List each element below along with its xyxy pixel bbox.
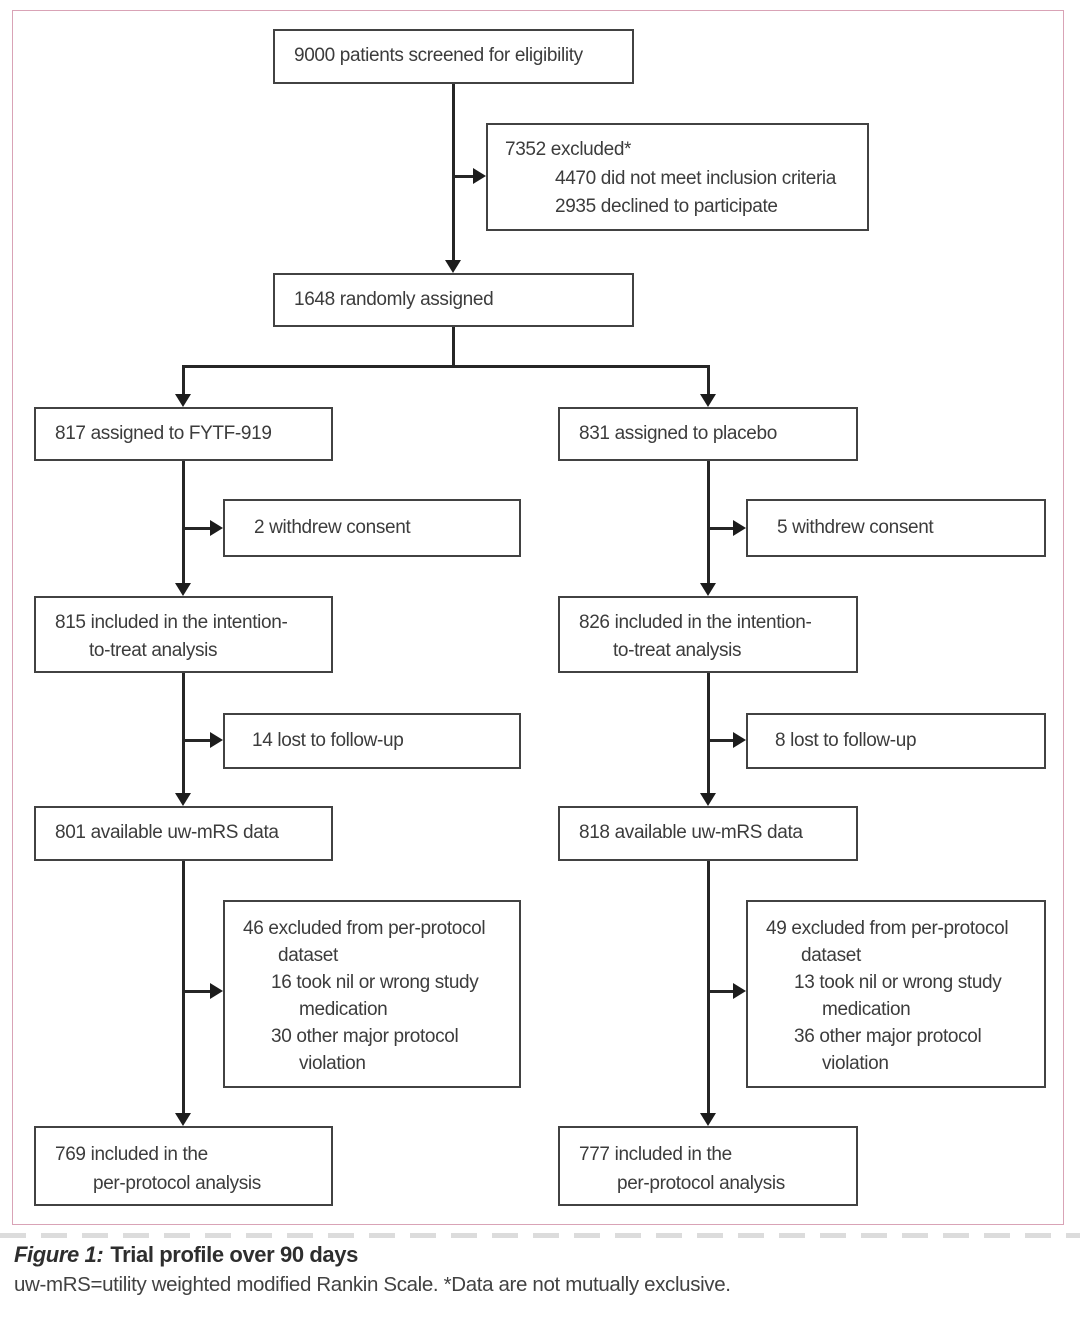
excluded-line: 2935 declined to participate	[555, 196, 778, 217]
connector-ppexcl-left	[183, 990, 210, 993]
node-assigned-fytf-text: 817 assigned to FYTF-919	[55, 422, 272, 444]
node-uwmrs-left-text: 801 available uw-mRS data	[55, 822, 279, 844]
connector-ppexcl-right	[708, 990, 734, 993]
connector-withdrew-right	[708, 527, 734, 530]
pp-right-line: 777 included in the	[579, 1144, 732, 1165]
arrow-down-uwmrs-left	[175, 793, 191, 806]
connector-to-excluded	[453, 175, 474, 178]
connector-branch	[182, 365, 710, 368]
itt-right-line: to-treat analysis	[613, 640, 742, 661]
arrow-down-pp-right	[700, 1113, 716, 1126]
arrow-right-lost-right	[733, 732, 746, 748]
arrow-down-randomized	[445, 260, 461, 273]
pp-excluded-left-line: dataset	[278, 945, 338, 966]
node-screened-text: 9000 patients screened for eligibility	[294, 45, 583, 67]
node-pp-excluded-right: 49 excluded from per-protocol dataset 13…	[746, 900, 1046, 1088]
pp-excluded-right-line: dataset	[801, 945, 861, 966]
connector-left-3	[182, 861, 185, 1114]
node-lost-left: 14 lost to follow-up	[223, 713, 521, 769]
connector-left-2	[182, 673, 185, 794]
arrow-right-ppexcl-right	[733, 983, 746, 999]
node-pp-right: 777 included in the per-protocol analysi…	[558, 1126, 858, 1206]
itt-left-line: to-treat analysis	[89, 640, 218, 661]
figure-panel: 9000 patients screened for eligibility 7…	[12, 10, 1064, 1225]
connector-right-3	[707, 861, 710, 1114]
pp-excluded-right-line: 13 took nil or wrong study	[794, 972, 1002, 993]
arrow-down-assigned-left	[175, 394, 191, 407]
pp-left-line: 769 included in the	[55, 1144, 208, 1165]
pp-excluded-left-line: violation	[299, 1053, 366, 1074]
pp-excluded-right-line: 36 other major protocol	[794, 1026, 982, 1047]
node-withdrew-right-text: 5 withdrew consent	[777, 516, 934, 538]
arrow-right-excluded	[473, 168, 486, 184]
arrow-right-withdrew-right	[733, 520, 746, 536]
connector-branch-left	[182, 365, 185, 395]
arrow-right-lost-left	[210, 732, 223, 748]
node-randomized-text: 1648 randomly assigned	[294, 288, 494, 310]
caption-text: Trial profile over 90 days	[110, 1242, 358, 1267]
pp-excluded-right-line: 49 excluded from per-protocol	[766, 918, 1009, 939]
pp-right-line: per-protocol analysis	[617, 1173, 785, 1194]
node-screened: 9000 patients screened for eligibility	[273, 29, 634, 84]
node-lost-right-text: 8 lost to follow-up	[775, 729, 917, 751]
arrow-down-uwmrs-right	[700, 793, 716, 806]
node-assigned-fytf: 817 assigned to FYTF-919	[34, 407, 333, 461]
node-assigned-placebo: 831 assigned to placebo	[558, 407, 858, 461]
node-pp-left: 769 included in the per-protocol analysi…	[34, 1126, 333, 1206]
connector-lost-left	[183, 739, 210, 742]
pp-excluded-left-line: 46 excluded from per-protocol	[243, 918, 486, 939]
caption-label: Figure 1:	[14, 1242, 104, 1267]
node-excluded: 7352 excluded* 4470 did not meet inclusi…	[486, 123, 869, 231]
connector-screened-to-randomized	[452, 84, 455, 261]
node-assigned-placebo-text: 831 assigned to placebo	[579, 422, 777, 444]
pp-excluded-right-line: violation	[822, 1053, 889, 1074]
node-randomized: 1648 randomly assigned	[273, 273, 634, 327]
pp-excluded-left-line: 16 took nil or wrong study	[271, 972, 479, 993]
node-withdrew-left: 2 withdrew consent	[223, 499, 521, 557]
figure-caption-note: uw-mRS=utility weighted modified Rankin …	[14, 1273, 731, 1296]
node-uwmrs-right: 818 available uw-mRS data	[558, 806, 858, 861]
connector-branch-right	[707, 365, 710, 395]
arrow-right-withdrew-left	[210, 520, 223, 536]
pp-excluded-left-line: 30 other major protocol	[271, 1026, 459, 1047]
node-lost-left-text: 14 lost to follow-up	[252, 729, 404, 751]
itt-left-line: 815 included in the intention-	[55, 612, 288, 633]
node-itt-left: 815 included in the intention- to-treat …	[34, 596, 333, 673]
arrow-down-itt-left	[175, 583, 191, 596]
node-uwmrs-left: 801 available uw-mRS data	[34, 806, 333, 861]
arrow-down-assigned-right	[700, 394, 716, 407]
node-withdrew-right: 5 withdrew consent	[746, 499, 1046, 557]
excluded-line: 4470 did not meet inclusion criteria	[555, 167, 837, 189]
node-uwmrs-right-text: 818 available uw-mRS data	[579, 822, 803, 844]
pp-excluded-right-line: medication	[822, 999, 911, 1020]
node-lost-right: 8 lost to follow-up	[746, 713, 1046, 769]
figure-caption-title: Figure 1:Trial profile over 90 days	[14, 1242, 358, 1268]
arrow-down-pp-left	[175, 1113, 191, 1126]
connector-right-2	[707, 673, 710, 794]
pp-left-line: per-protocol analysis	[93, 1173, 261, 1194]
connector-left-1	[182, 461, 185, 584]
connector-right-1	[707, 461, 710, 584]
arrow-down-itt-right	[700, 583, 716, 596]
dotted-separator	[0, 1233, 1080, 1238]
node-itt-right: 826 included in the intention- to-treat …	[558, 596, 858, 673]
arrow-right-ppexcl-left	[210, 983, 223, 999]
connector-randomized-stub	[452, 327, 455, 367]
excluded-line: 7352 excluded*	[505, 139, 632, 160]
node-withdrew-left-text: 2 withdrew consent	[254, 516, 411, 538]
connector-withdrew-left	[183, 527, 210, 530]
node-pp-excluded-left: 46 excluded from per-protocol dataset 16…	[223, 900, 521, 1088]
pp-excluded-left-line: medication	[299, 999, 388, 1020]
connector-lost-right	[708, 739, 734, 742]
itt-right-line: 826 included in the intention-	[579, 612, 812, 633]
